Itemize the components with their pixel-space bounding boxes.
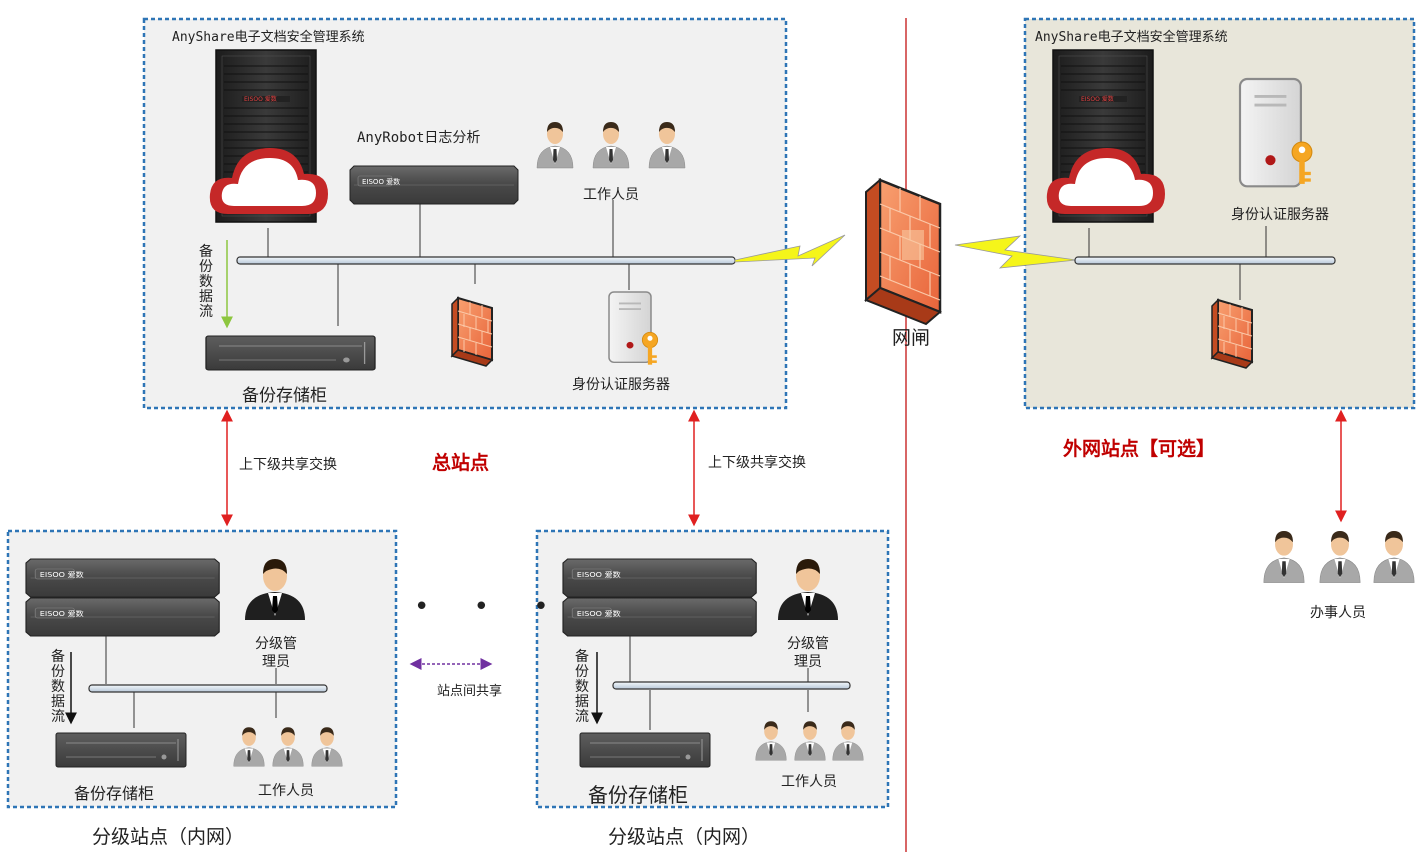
- branch-left-network-bus: [88, 684, 328, 693]
- branch-left-workers-label: 工作人员: [258, 783, 314, 799]
- gateway-firewall-icon: [864, 177, 942, 326]
- branch-right-appliance-icon: [562, 597, 757, 637]
- branch-right-appliance-icon: [562, 558, 757, 598]
- main-backup-storage-label: 备份存储柜: [242, 386, 327, 406]
- main-workers-label: 工作人员: [583, 187, 639, 203]
- left-exchange-label: 上下级共享交换: [239, 457, 337, 473]
- branch-right-backup-flow-label: 备份数据流: [575, 649, 589, 725]
- clerk-person-icon: [1319, 530, 1361, 584]
- more-sites-ellipsis: • • •: [414, 592, 567, 622]
- branch-left-bus-connectors: [105, 636, 277, 728]
- main-backup-flow-label: 备份数据流: [199, 244, 213, 320]
- outer-firewall-icon: [1211, 299, 1253, 369]
- anyrobot-label: AnyRobot日志分析: [357, 130, 481, 146]
- branch-right-site-name: 分级站点（内网）: [608, 826, 761, 848]
- main-bus-connectors: [267, 200, 630, 326]
- branch-left-storage-icon: [55, 732, 187, 768]
- branch-left-backup-flow-label: 备份数据流: [51, 649, 65, 725]
- right-exchange-label: 上下级共享交换: [708, 455, 806, 471]
- outer-bus-connectors: [1088, 226, 1267, 300]
- clerk-person-icon: [1263, 530, 1305, 584]
- anyrobot-appliance-icon: [349, 165, 519, 205]
- main-auth-server-icon: [608, 291, 659, 366]
- main-backup-storage-icon: [205, 335, 376, 371]
- inter-site-share-label: 站点间共享: [437, 684, 503, 699]
- branch-left-site-name: 分级站点（内网）: [92, 826, 245, 848]
- clerks-label: 办事人员: [1310, 605, 1366, 621]
- branch-left-appliance-icon: [25, 558, 220, 598]
- main-network-bus: [236, 256, 736, 265]
- branch-left-appliance-icon: [25, 597, 220, 637]
- main-site-name: 总站点: [432, 452, 490, 474]
- outer-site-name: 外网站点【可选】: [1063, 438, 1216, 460]
- branch-right-storage-label: 备份存储柜: [588, 783, 688, 807]
- outer-system-title: AnyShare电子文档安全管理系统: [1035, 30, 1228, 45]
- branch-right-bus-connectors: [629, 636, 809, 730]
- outer-auth-server-icon: [1238, 77, 1313, 188]
- outer-network-bus: [1074, 256, 1336, 265]
- firewall-icon: [451, 297, 493, 367]
- main-system-title: AnyShare电子文档安全管理系统: [172, 30, 365, 45]
- main-auth-server-label: 身份认证服务器: [572, 377, 670, 393]
- branch-right-workers-label: 工作人员: [781, 774, 837, 790]
- clerk-person-icon: [1373, 530, 1415, 584]
- link-bolt-left-icon: [734, 234, 846, 267]
- branch-right-network-bus: [612, 681, 851, 690]
- gateway-label: 网闸: [892, 327, 931, 349]
- main-anyshare-server-icon: [209, 49, 328, 223]
- outer-anyshare-server-icon: [1046, 49, 1165, 223]
- outer-auth-server-label: 身份认证服务器: [1231, 207, 1329, 223]
- branch-right-storage-icon: [579, 732, 711, 768]
- branch-left-storage-label: 备份存储柜: [74, 784, 155, 803]
- branch-right-admin-label: 分级管理员: [787, 636, 829, 670]
- branch-left-admin-label: 分级管理员: [255, 636, 297, 670]
